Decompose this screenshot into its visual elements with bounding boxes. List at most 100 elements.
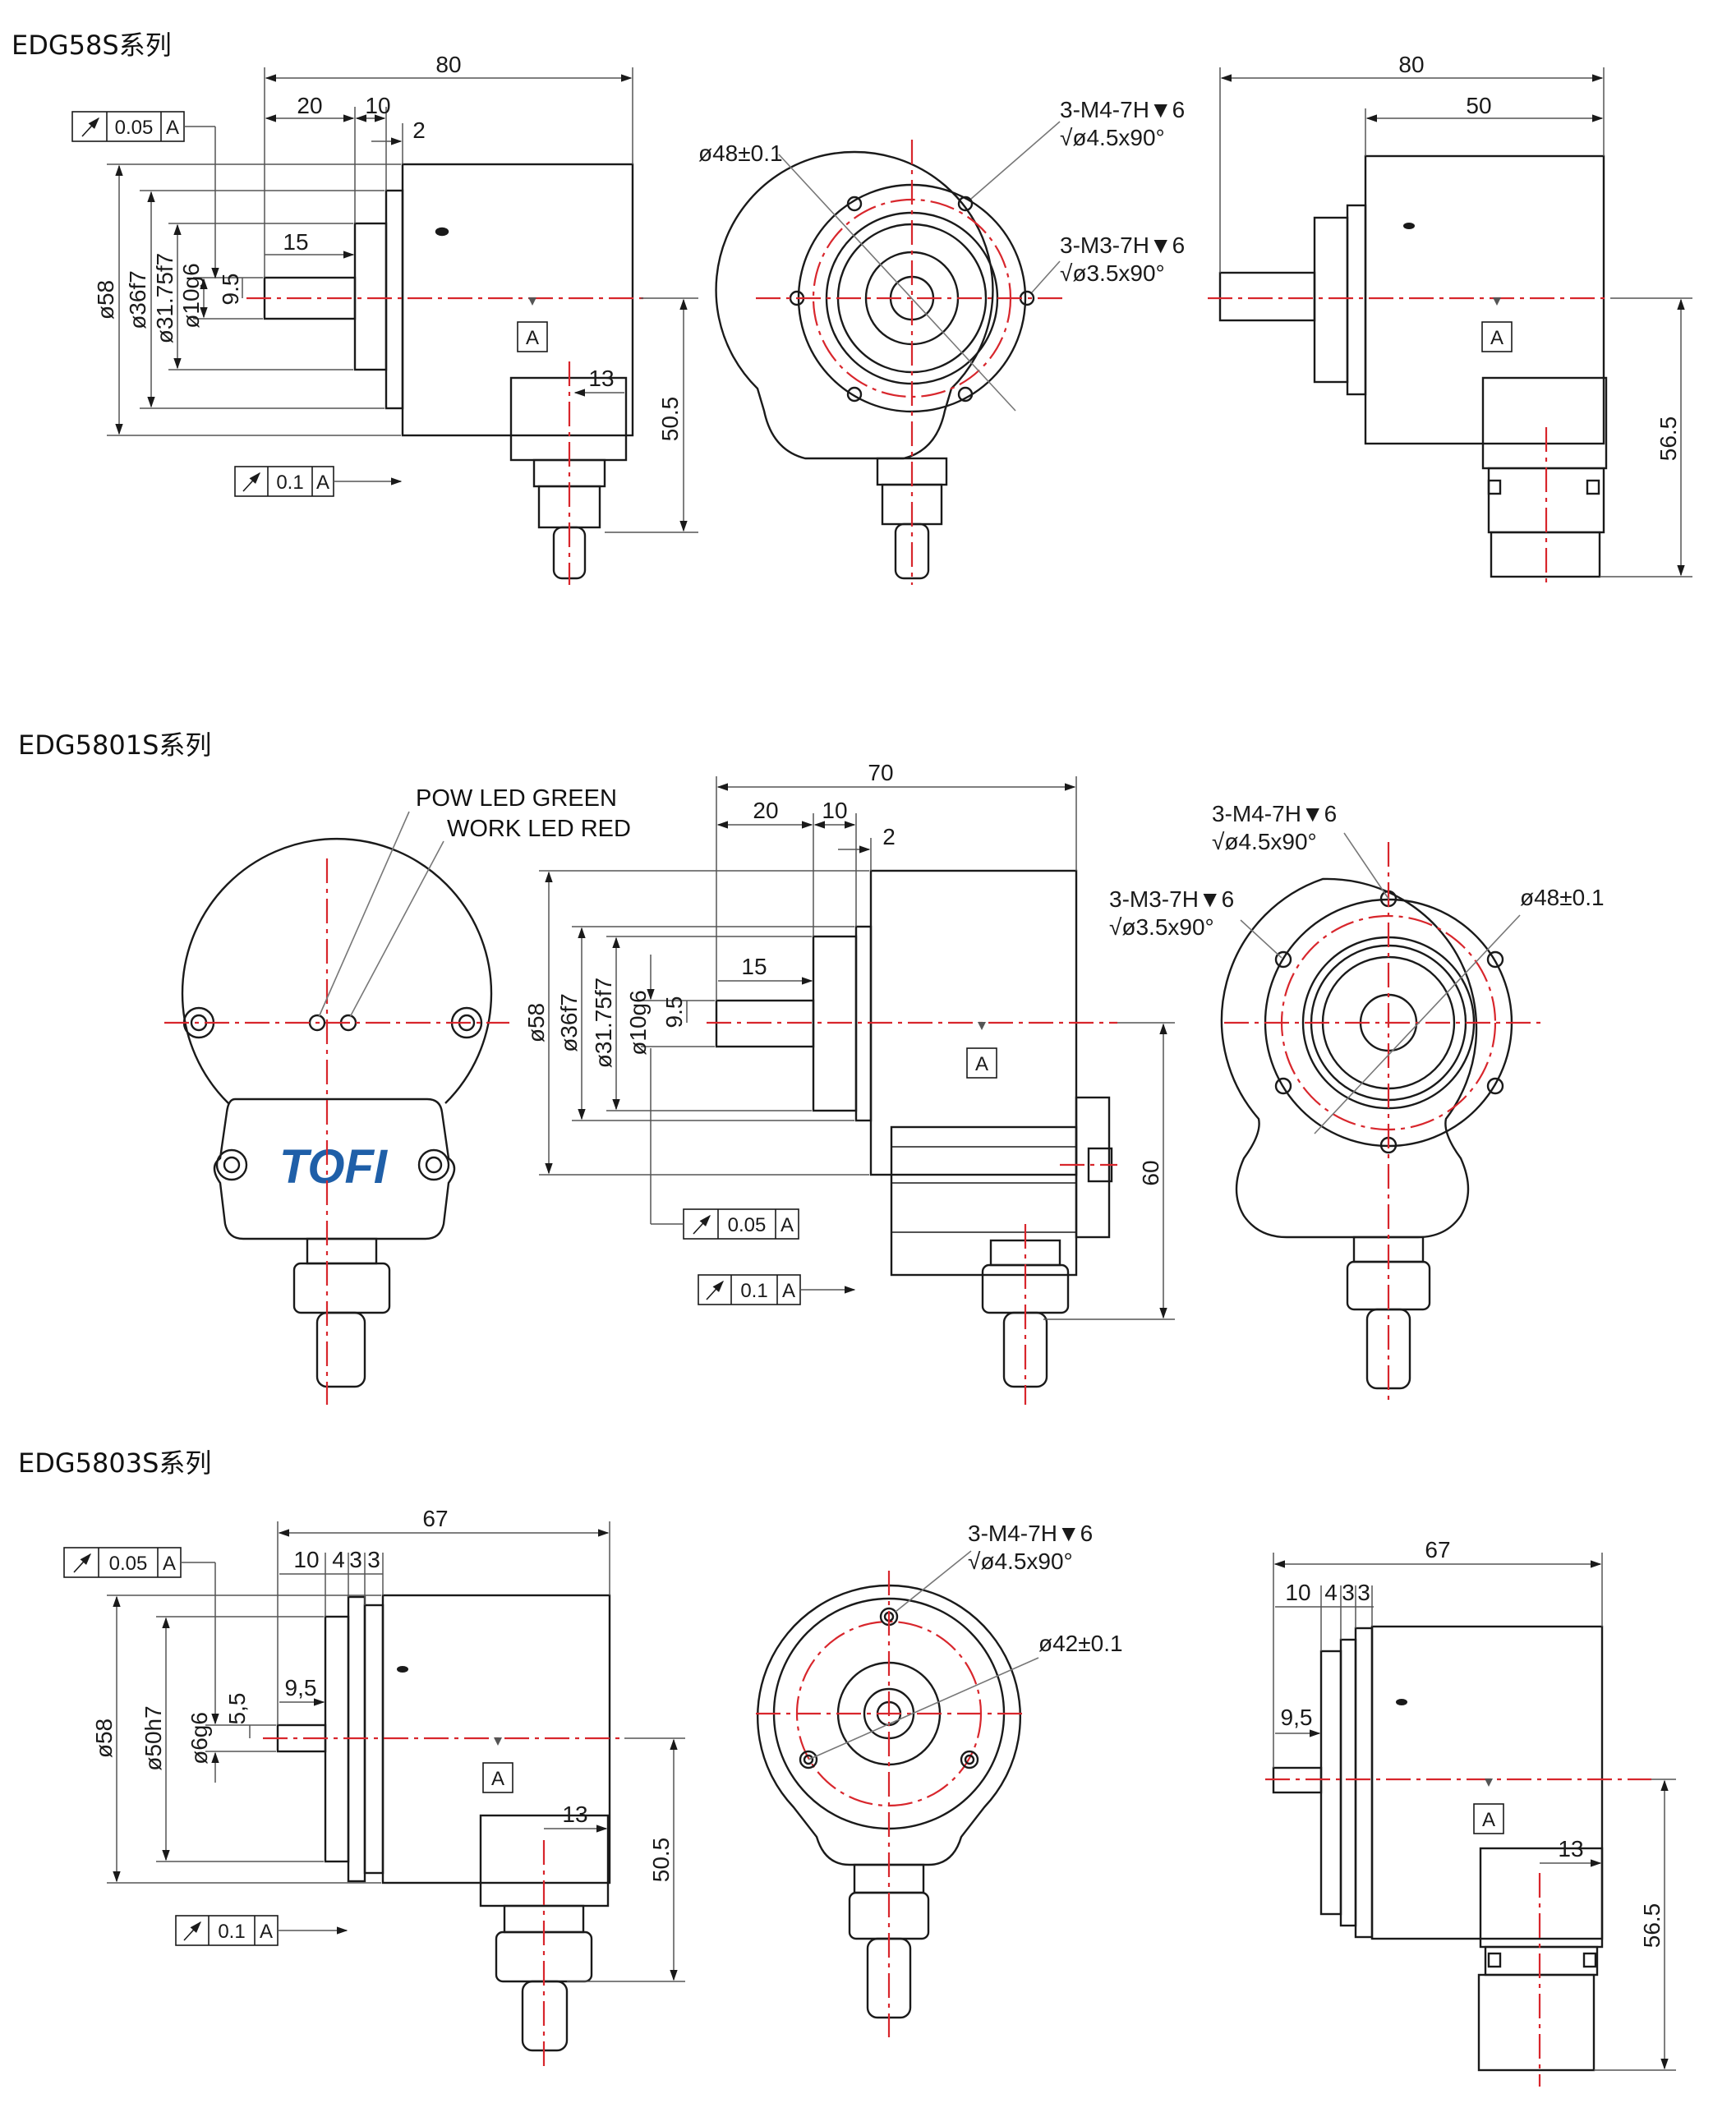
dim-9-5: 9.5 [218, 274, 243, 306]
dim-15: 15 [283, 229, 308, 255]
callout-m4-sub: √ø4.5x90° [1212, 829, 1317, 854]
dim-d10: ø10g6 [625, 990, 651, 1055]
dim-3a-right: 3 [1342, 1580, 1355, 1605]
dim-d42: ø42±0.1 [1038, 1631, 1123, 1656]
front-view: 3-M4-7H▼6 √ø4.5x90° 3-M3-7H▼6 √ø3.5x90° … [1109, 801, 1605, 1405]
right-view: A 67 10 4 3 3 9,5 13 56.5 [1265, 1537, 1676, 2087]
led-red-label: WORK LED RED [447, 816, 631, 842]
dim-50-right: 50 [1466, 93, 1491, 118]
back-view: TOFI POW LED GREEN WORK LED RED [164, 785, 631, 1405]
front-outline [1220, 877, 1478, 1239]
dim-d36: ø36f7 [556, 993, 582, 1052]
back-outline [181, 837, 493, 1104]
section-title: EDG58S系列 [12, 30, 172, 61]
front-plate [1319, 1650, 1342, 1916]
svg-text:A: A [1482, 1809, 1495, 1831]
tolerance-frame-1: 0.05 A [651, 1208, 799, 1240]
callout-m4: 3-M4-7H▼6 [968, 1521, 1093, 1546]
callout-m3: 3-M3-7H▼6 [1109, 886, 1234, 912]
dim-d36: ø36f7 [125, 270, 150, 329]
svg-text:A: A [1490, 327, 1503, 349]
front-view: ø48±0.1 3-M4-7H▼6 √ø4.5x90° 3-M3-7H▼6 √ø… [698, 97, 1185, 585]
dim-80-right: 80 [1398, 52, 1424, 77]
svg-text:A: A [163, 1553, 176, 1575]
callout-m4-sub: √ø4.5x90° [968, 1548, 1073, 1574]
connector-plug [1477, 1973, 1596, 2072]
svg-text:A: A [781, 1214, 794, 1236]
dim-50-5: 50.5 [648, 1838, 674, 1883]
dim-d6: ø6g6 [186, 1712, 212, 1765]
callout-m4: 3-M4-7H▼6 [1212, 801, 1337, 826]
svg-text:A: A [782, 1280, 795, 1302]
callout-m3: 3-M3-7H▼6 [1060, 232, 1185, 258]
dim-9-5: 9,5 [285, 1675, 317, 1700]
dim-20: 20 [753, 798, 778, 823]
connector-body [890, 1125, 1078, 1277]
callout-m3-sub: √ø3.5x90° [1060, 260, 1165, 286]
callout-m4-sub: √ø4.5x90° [1060, 125, 1165, 150]
dim-20: 20 [297, 93, 322, 118]
svg-text:A: A [491, 1768, 504, 1790]
dim-60: 60 [1138, 1160, 1163, 1185]
svg-text:0.05: 0.05 [115, 117, 154, 139]
spigot [353, 222, 388, 371]
callout-m3-sub: √ø3.5x90° [1109, 914, 1214, 940]
led-green-label: POW LED GREEN [416, 785, 617, 812]
svg-text:A: A [975, 1053, 988, 1075]
tolerance-frame-2: 0.1 A [698, 1274, 856, 1305]
dim-4-right: 4 [1324, 1580, 1338, 1605]
label-dot [435, 227, 449, 237]
dim-d58: ø58 [91, 1719, 117, 1758]
dim-2: 2 [882, 824, 896, 849]
section-edg5803s: EDG5803S系列 A 67 1 [18, 1447, 1676, 2087]
dim-13-right: 13 [1558, 1836, 1583, 1861]
dim-d48: ø48±0.1 [1520, 885, 1605, 910]
side-view: A 70 20 10 2 15 ø58 ø36f7 [523, 760, 1175, 1405]
svg-text:0.1: 0.1 [276, 472, 303, 494]
tolerance-frame-1: 0.05 A [63, 1547, 216, 1692]
dim-67: 67 [422, 1506, 448, 1531]
tolerance-frame-2: 0.1 A [234, 466, 403, 497]
datum-label: A [526, 327, 539, 349]
svg-text:0.1: 0.1 [740, 1280, 767, 1302]
svg-text:0.05: 0.05 [728, 1214, 767, 1236]
dim-10: 10 [365, 93, 390, 118]
flange [1346, 204, 1367, 396]
dim-9-5-right: 9,5 [1281, 1705, 1313, 1730]
connector-box [1481, 376, 1608, 470]
svg-text:A: A [260, 1921, 273, 1943]
dim-10-right: 10 [1285, 1580, 1310, 1605]
flange-1 [1354, 1627, 1374, 1939]
dim-13: 13 [588, 366, 614, 391]
dim-56-5-right: 56.5 [1639, 1903, 1665, 1949]
dim-15: 15 [741, 954, 767, 979]
dim-d48: ø48±0.1 [698, 140, 783, 166]
tolerance-frame-2: 0.1 A [175, 1915, 348, 1946]
datum-box [517, 321, 548, 352]
dim-3b-right: 3 [1357, 1580, 1370, 1605]
section-edg5801s: EDG5801S系列 TOFI POW LED GREEN WORK LED R… [18, 729, 1605, 1405]
tolerance-frame-1: 0.05 A [71, 111, 219, 279]
dim-56-5: 56.5 [1655, 416, 1681, 462]
section-title: EDG5801S系列 [18, 729, 211, 761]
housing [401, 163, 634, 437]
dim-13: 13 [562, 1802, 587, 1827]
dim-9-5: 9.5 [661, 996, 687, 1028]
dim-10: 10 [293, 1547, 319, 1572]
connector-side [1075, 1096, 1111, 1239]
dim-3b: 3 [367, 1547, 380, 1572]
dim-80: 80 [435, 52, 461, 77]
shaft [1218, 271, 1316, 322]
dim-d50h7: ø50h7 [140, 1705, 166, 1770]
dim-4: 4 [332, 1547, 345, 1572]
dim-d31: ø31.75f7 [152, 253, 177, 344]
svg-text:A: A [316, 472, 329, 494]
svg-text:0.05: 0.05 [109, 1553, 148, 1575]
dim-3a: 3 [349, 1547, 362, 1572]
front-view: 3-M4-7H▼6 √ø4.5x90° ø42±0.1 [756, 1521, 1123, 2037]
flange-2 [1339, 1638, 1357, 1927]
dim-d58: ø58 [93, 280, 118, 320]
side-view: A 80 20 10 2 15 13 50.5 ø [93, 52, 698, 585]
dim-d10: ø10g6 [178, 263, 204, 328]
